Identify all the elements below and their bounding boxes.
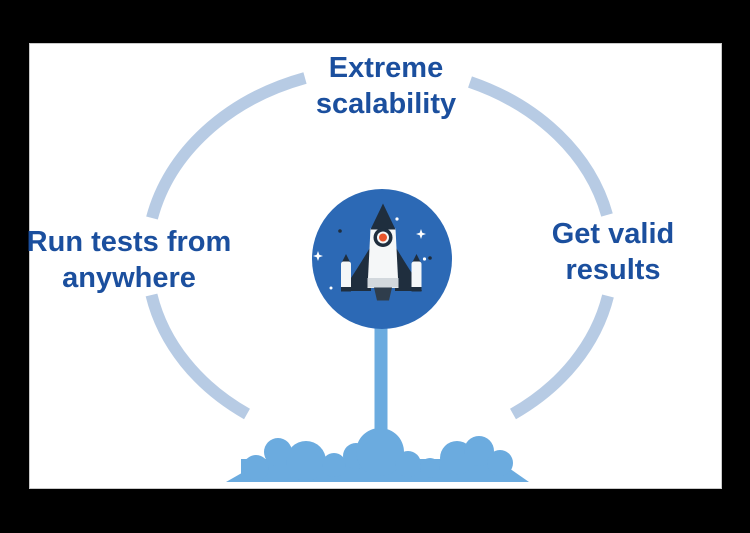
label-line: results bbox=[565, 254, 661, 286]
label-line: Extreme bbox=[328, 52, 444, 84]
label-run-tests-from-anywhere: Run tests from anywhere bbox=[0, 224, 258, 296]
label-line: scalability bbox=[315, 88, 457, 120]
label-line: Run tests from bbox=[26, 226, 232, 258]
label-get-valid-results: Get valid results bbox=[494, 216, 732, 288]
label-extreme-scalability: Extreme scalability bbox=[236, 50, 536, 122]
label-line: Get valid bbox=[551, 218, 675, 250]
label-line: anywhere bbox=[62, 262, 196, 294]
